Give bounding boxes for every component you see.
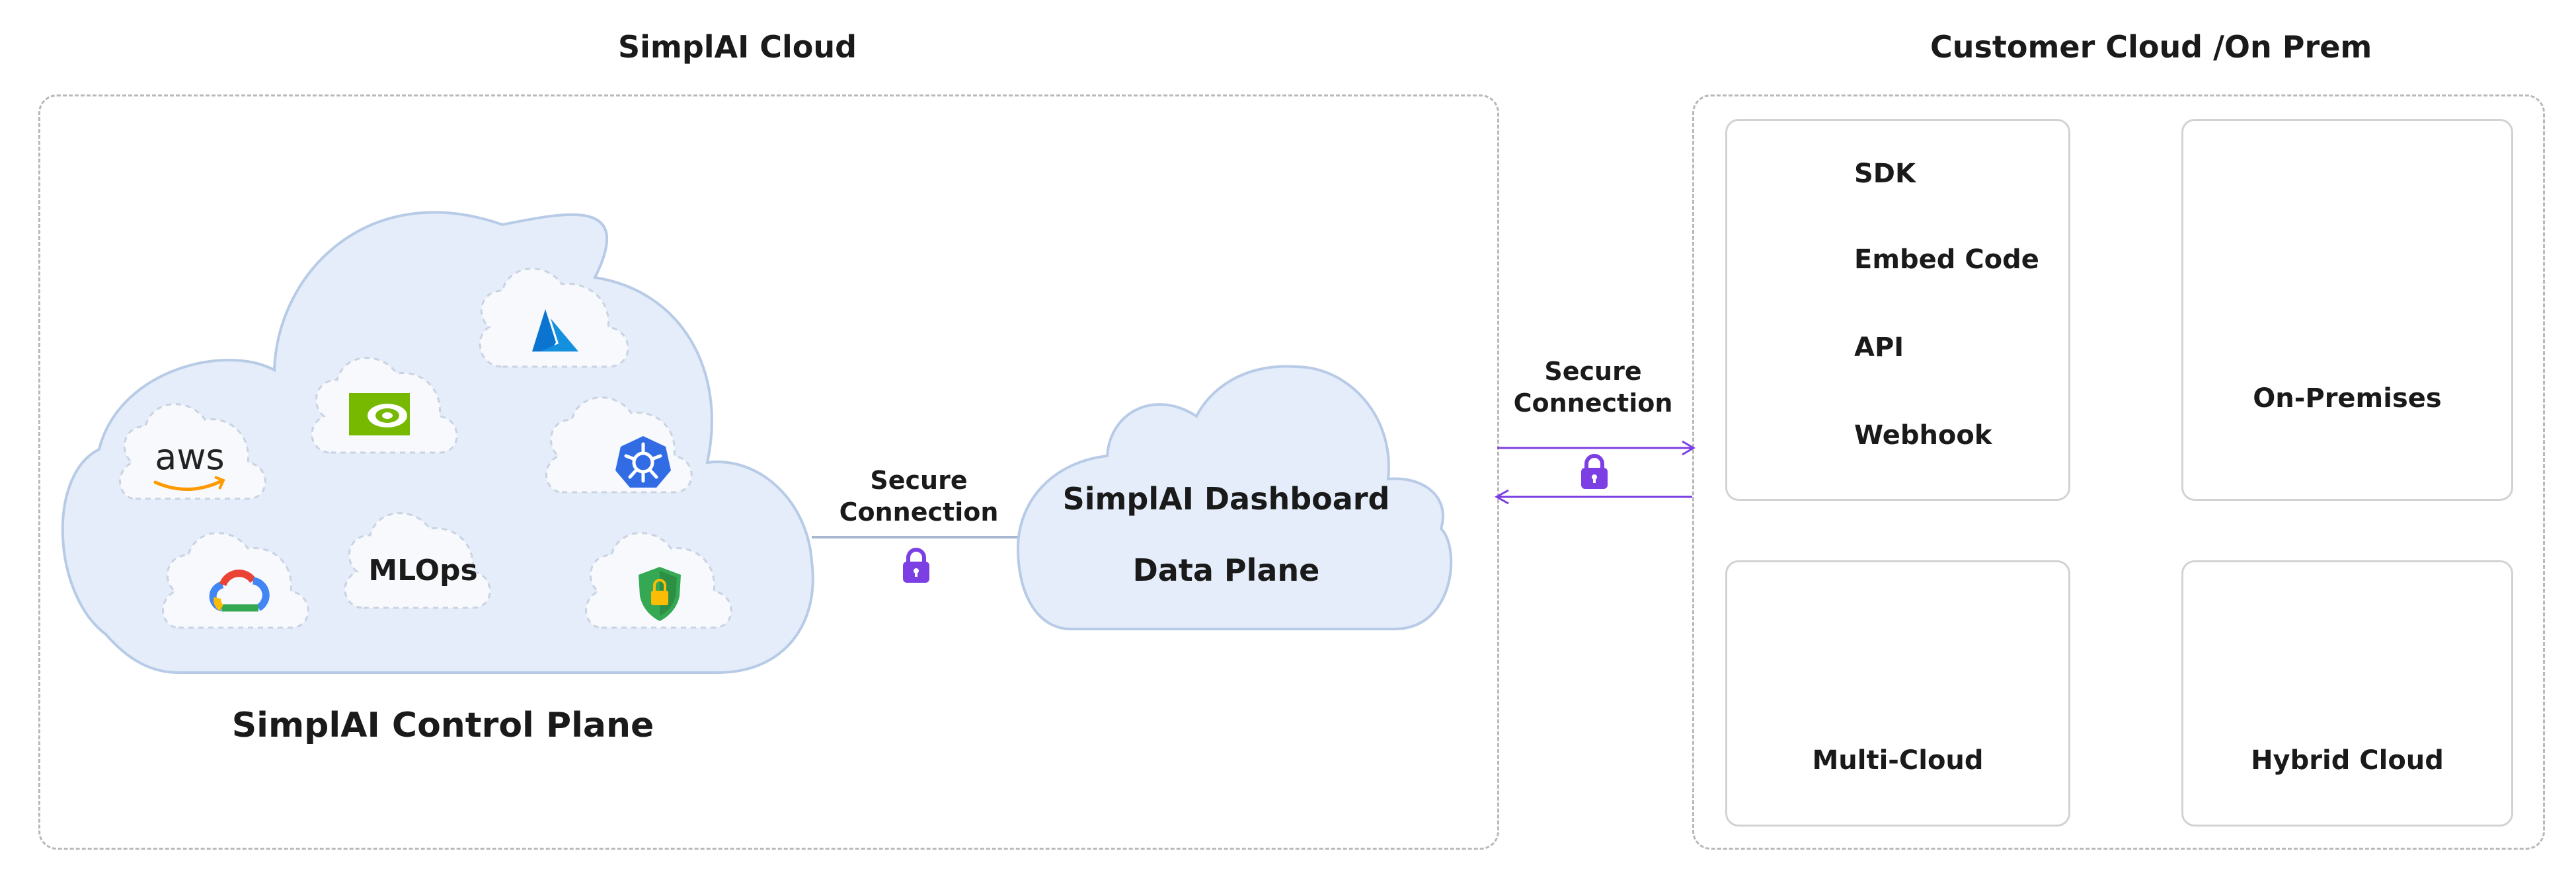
hybrid-cloud-card <box>2181 560 2513 827</box>
secure-connection-label-1: Secure Connection <box>820 464 1018 528</box>
aws-smile-1 <box>153 479 223 491</box>
google-cloud-logo-icon <box>209 570 270 612</box>
azure-logo-icon <box>532 309 578 352</box>
nvidia-logo-icon <box>349 393 410 435</box>
on-premises-label: On-Premises <box>2253 383 2442 414</box>
control-plane-label: SimplAI Control Plane <box>231 706 654 745</box>
integration-webhook-label: Webhook <box>1854 420 1992 451</box>
mini-cloud-gcp <box>162 532 309 629</box>
mlops-label: MLOps <box>368 554 478 587</box>
integration-sdk-label: SDK <box>1854 159 1916 189</box>
kubernetes-logo-icon <box>615 436 671 488</box>
dashboard-title: SimplAI Dashboard <box>1062 481 1390 517</box>
dashboard-subtitle: Data Plane <box>1132 552 1320 588</box>
integration-embed-code-label: Embed Code <box>1854 244 2039 275</box>
security-shield-icon <box>639 567 681 621</box>
dashboard-cloud <box>1016 365 1453 630</box>
simplai-cloud-region <box>38 94 1499 850</box>
secure-connection-label-2: Secure Connection <box>1494 355 1692 419</box>
link-secure-line2: Connection <box>1513 388 1673 418</box>
lock-icon-1 <box>903 548 929 583</box>
hybrid-cloud-label: Hybrid Cloud <box>2251 745 2444 776</box>
mini-cloud-mlops <box>344 512 491 609</box>
secure-connection-line2: Connection <box>839 498 999 527</box>
integration-api-label: API <box>1854 332 1904 363</box>
mini-cloud-azure <box>479 268 629 368</box>
link-secure-line1: Secure <box>1544 357 1642 386</box>
customer-cloud-region <box>1692 94 2545 850</box>
multi-cloud-card <box>1725 560 2070 827</box>
lock-icon-2 <box>1581 454 1608 489</box>
secure-connection-line1: Secure <box>870 466 968 495</box>
mini-cloud-aws <box>119 403 266 500</box>
simplai-cloud-title: SimplAI Cloud <box>618 29 857 65</box>
aws-logo-text: aws <box>155 436 225 478</box>
customer-cloud-title: Customer Cloud /On Prem <box>1930 29 2372 65</box>
multi-cloud-label: Multi-Cloud <box>1812 745 1984 776</box>
integrations-card <box>1725 119 2070 501</box>
on-premises-card <box>2181 119 2513 501</box>
